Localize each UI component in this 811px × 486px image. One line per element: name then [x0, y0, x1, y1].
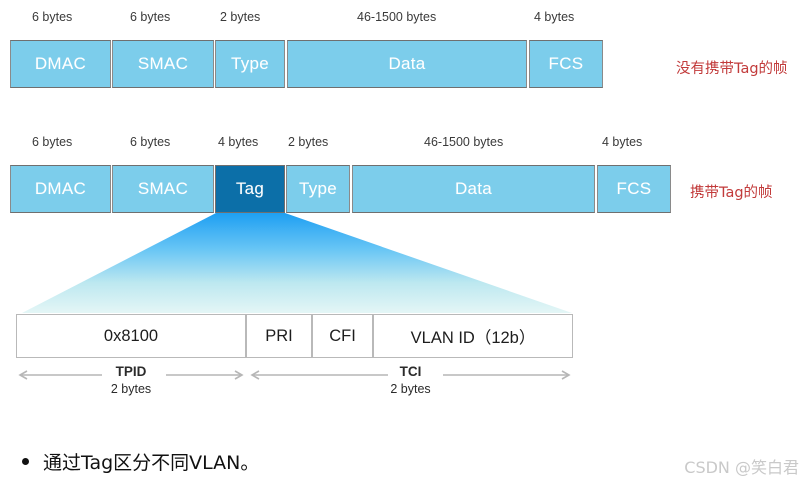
frame2-label-tag: Tag	[235, 179, 265, 198]
frame1-field-fcs[interactable]: FCS	[529, 40, 603, 88]
frame1-label-smac: SMAC	[137, 54, 189, 73]
frame2-size-smac: 6 bytes	[130, 135, 171, 149]
frame1-size-data: 46-1500 bytes	[357, 10, 437, 24]
frame1-label-dmac: DMAC	[34, 54, 87, 73]
tag-detail-label-vlan-id: VLAN ID（12b）	[410, 329, 536, 347]
frame2-size-fcs: 4 bytes	[602, 135, 643, 149]
tag-detail-label-tpid-value: 0x8100	[103, 326, 159, 345]
watermark: CSDN @笑白君	[684, 458, 799, 477]
measure-tci-name: TCI	[399, 364, 422, 379]
frame2-size-tag: 4 bytes	[218, 135, 259, 149]
frame1-label-data: Data	[388, 54, 426, 73]
frame2-field-dmac[interactable]: DMAC	[10, 165, 111, 213]
frame1-size-type: 2 bytes	[220, 10, 261, 24]
frame2-field-smac[interactable]: SMAC	[112, 165, 214, 213]
tagged-frame-annotation: 携带Tag的帧	[690, 185, 773, 201]
frame1-label-fcs: FCS	[548, 54, 584, 73]
measure-tpid-size: 2 bytes	[110, 382, 152, 396]
frame2-label-dmac: DMAC	[34, 179, 87, 198]
tag-detail-label-cfi: CFI	[329, 326, 356, 345]
bullet-text: 通过Tag区分不同VLAN。	[43, 452, 260, 474]
frame2-field-tag[interactable]: Tag	[215, 165, 285, 213]
frame2-field-type[interactable]: Type	[286, 165, 350, 213]
measure-tci-size: 2 bytes	[390, 382, 431, 396]
untagged-frame-annotation: 没有携带Tag的帧	[676, 61, 788, 77]
frame2-size-data: 46-1500 bytes	[424, 135, 504, 149]
untagged-frame: DMAC SMAC Type Data FCS	[0, 40, 620, 88]
frame1-field-dmac[interactable]: DMAC	[10, 40, 111, 88]
frame1-label-type: Type	[230, 54, 270, 73]
frame2-field-fcs[interactable]: FCS	[597, 165, 671, 213]
frame2-label-data: Data	[454, 179, 493, 198]
frame2-size-dmac: 6 bytes	[32, 135, 73, 149]
tag-expansion-funnel	[0, 213, 600, 315]
tag-detail-box: 0x8100 PRI CFI VLAN ID（12b）	[0, 314, 600, 358]
frame1-size-smac: 6 bytes	[130, 10, 171, 24]
tag-detail-field-pri[interactable]: PRI	[246, 314, 312, 358]
tag-detail-label-pri: PRI	[265, 326, 293, 345]
frame1-size-fcs: 4 bytes	[534, 10, 575, 24]
bullet-item: 通过Tag区分不同VLAN。	[22, 448, 259, 475]
frame2-field-data[interactable]: Data	[352, 165, 595, 213]
frame2-label-smac: SMAC	[137, 179, 189, 198]
frame1-field-data[interactable]: Data	[287, 40, 527, 88]
measure-tci: TCI 2 bytes	[248, 364, 573, 398]
frame2-label-type: Type	[298, 179, 338, 198]
measure-tpid: TPID 2 bytes	[16, 364, 246, 398]
frame1-field-smac[interactable]: SMAC	[112, 40, 214, 88]
tag-detail-field-tpid-value[interactable]: 0x8100	[16, 314, 246, 358]
frame2-size-type: 2 bytes	[288, 135, 329, 149]
measure-tpid-name: TPID	[115, 364, 147, 379]
tag-detail-field-vlan-id[interactable]: VLAN ID（12b）	[373, 314, 573, 358]
frame1-size-dmac: 6 bytes	[32, 10, 73, 24]
frame1-field-type[interactable]: Type	[215, 40, 285, 88]
frame2-label-fcs: FCS	[616, 179, 652, 198]
tag-detail-field-cfi[interactable]: CFI	[312, 314, 373, 358]
tagged-frame: DMAC SMAC Tag Type Data FCS	[0, 165, 690, 213]
bullet-dot-icon	[22, 458, 29, 465]
